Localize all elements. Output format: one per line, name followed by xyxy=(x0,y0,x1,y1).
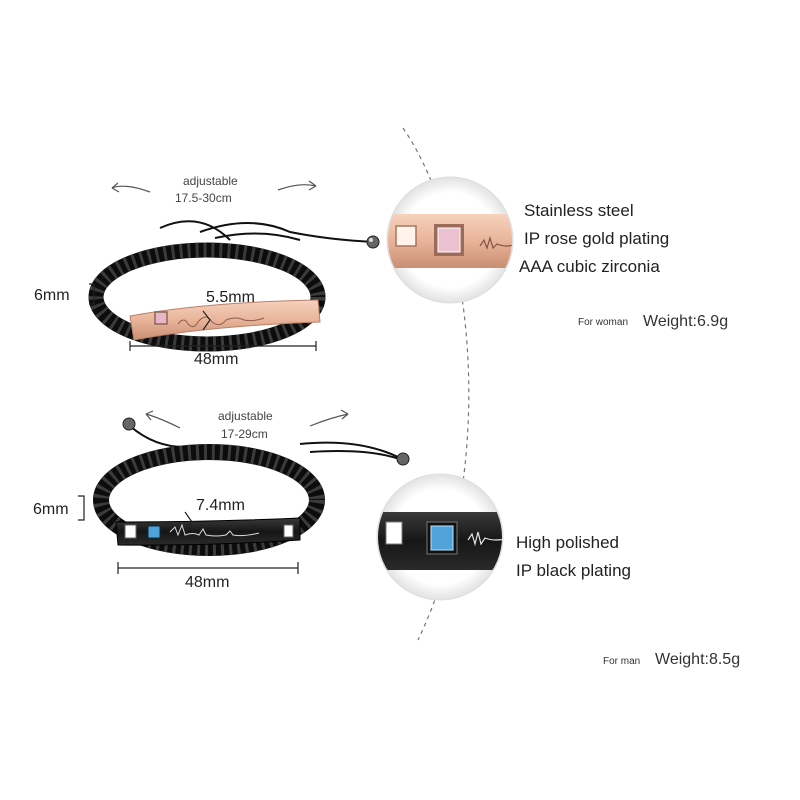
string-bead xyxy=(122,417,136,431)
engraved-heartbeat xyxy=(177,316,265,328)
adjustable-label: adjustable xyxy=(183,174,238,188)
spec-line: IP black plating xyxy=(516,561,631,580)
string xyxy=(129,425,201,449)
dim-6mm-bracket xyxy=(78,495,85,521)
weight-man: Weight:8.5g xyxy=(655,651,741,668)
spec-line: Stainless steel xyxy=(524,201,634,220)
dim-7.4mm-arrow xyxy=(184,511,193,533)
spec-line: IP rose gold plating xyxy=(524,229,670,248)
spec-line: High polished xyxy=(516,533,620,552)
adjust-arrow-left xyxy=(145,413,181,429)
spec-line: AAA cubic zirconia xyxy=(519,257,660,276)
thickness-label: 6mm xyxy=(33,501,69,518)
blue-stone xyxy=(147,525,161,539)
width-label: 5.5mm xyxy=(206,289,255,306)
rose-gold-bar xyxy=(129,299,321,341)
weight-woman: Weight:6.9g xyxy=(643,313,729,330)
divider-arc xyxy=(402,127,470,641)
string-bead xyxy=(366,235,380,249)
adjust-arrow-right xyxy=(277,184,317,191)
for-man-label: For man xyxy=(603,656,641,667)
for-woman-label: For woman xyxy=(578,317,629,328)
length-label: 48mm xyxy=(185,574,230,591)
dim-5.5mm-arrow xyxy=(202,310,211,331)
adjust-arrow-right xyxy=(309,413,349,427)
adjustable-label: adjustable xyxy=(218,409,273,423)
adjustable-range: 17-29cm xyxy=(221,427,268,441)
pink-stone xyxy=(154,311,168,325)
adjust-arrow-left xyxy=(111,185,151,193)
width-label: 7.4mm xyxy=(196,497,245,514)
engraved-heartbeat xyxy=(169,523,260,537)
string xyxy=(159,220,231,241)
thickness-label: 6mm xyxy=(34,287,70,304)
dim-6mm-bracket xyxy=(89,283,95,305)
length-label: 48mm xyxy=(194,351,239,368)
black-bar xyxy=(115,517,301,546)
adjustable-range: 17.5-30cm xyxy=(175,191,232,205)
